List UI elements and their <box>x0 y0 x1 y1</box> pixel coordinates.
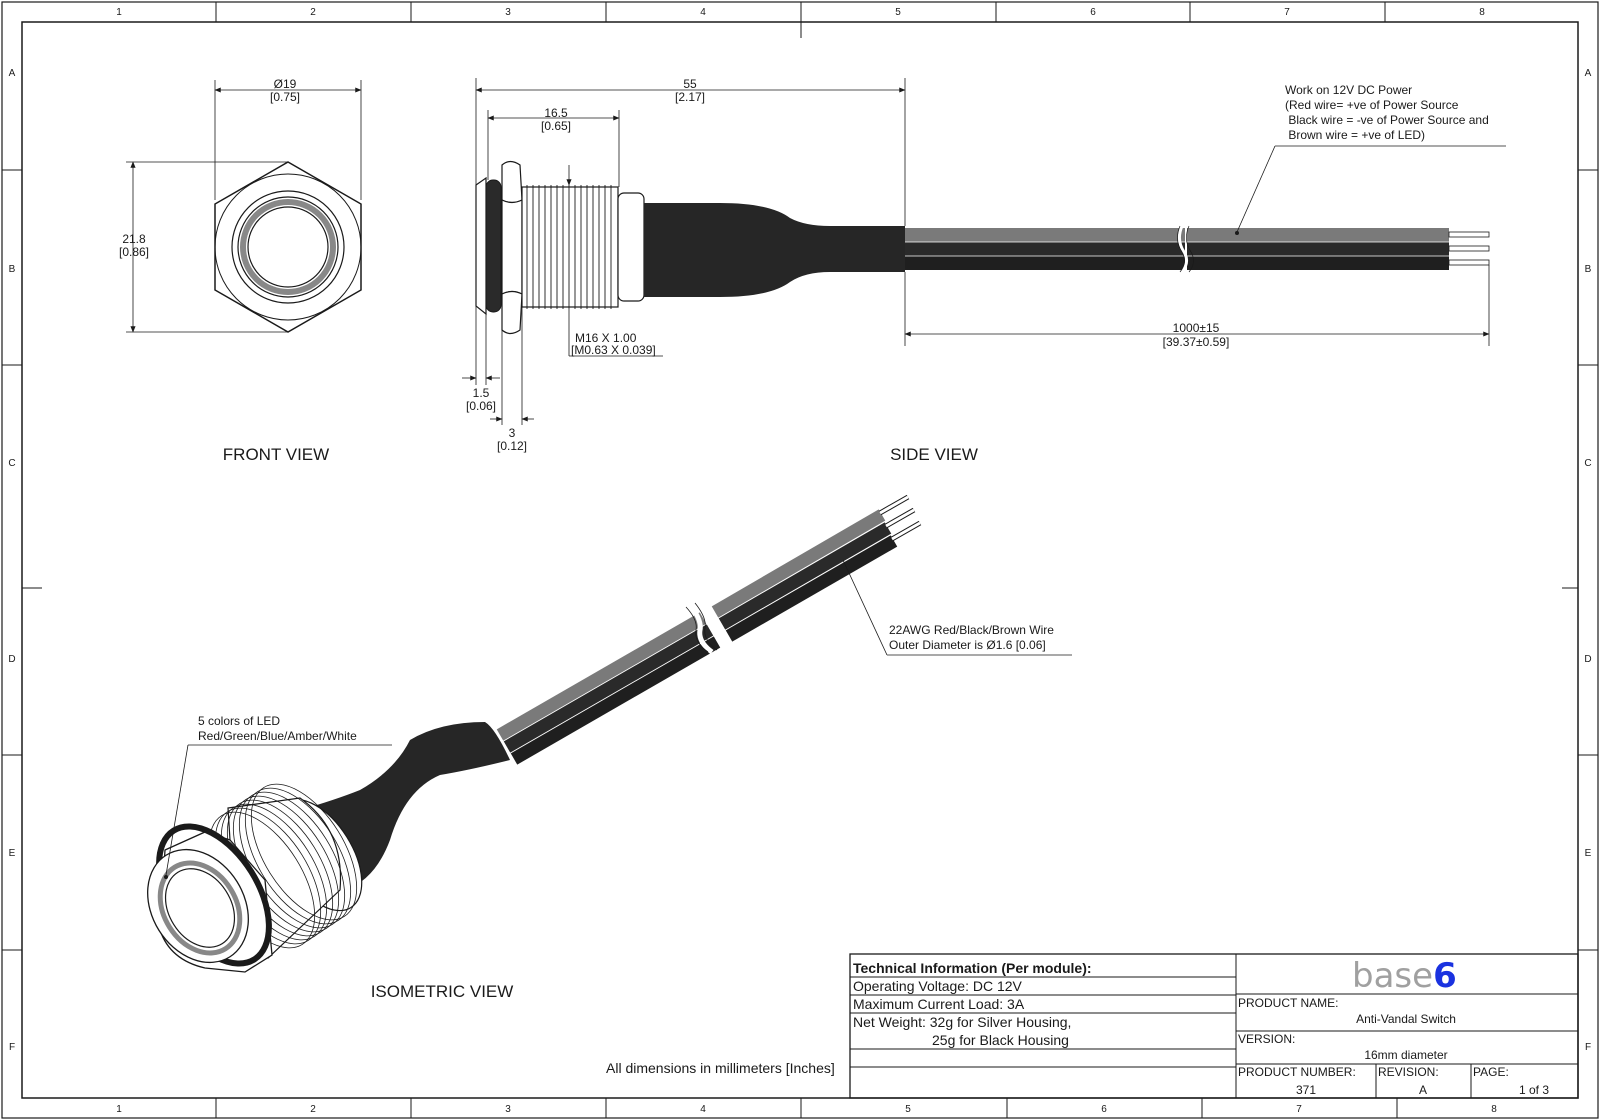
dim-nut-label: 3 <box>509 426 516 440</box>
frame-column-labels-bottom: 1 2 3 4 5 6 7 8 <box>116 1104 1497 1115</box>
col-label: 8 <box>1491 1104 1497 1115</box>
dim-thread-len-inch-label: [0.65] <box>541 119 571 133</box>
col-label: 7 <box>1296 1104 1302 1115</box>
row-label: C <box>8 458 15 469</box>
dim-height-label: 21.8 <box>122 232 146 246</box>
row-label: B <box>1585 264 1592 275</box>
col-label: 4 <box>700 7 706 18</box>
dim-flange-label: 1.5 <box>473 386 490 400</box>
col-label: 2 <box>310 1104 316 1115</box>
dim-flange-inch-label: [0.06] <box>466 399 496 413</box>
units-note: All dimensions in millimeters [Inches] <box>606 1060 835 1076</box>
side-view-labels: 55 [2.17] 16.5 [0.65] M16 X 1.00 [M0.63 … <box>466 77 1229 464</box>
col-label: 2 <box>310 7 316 18</box>
logo-text: base6 <box>1352 956 1457 996</box>
revision-label: REVISION: <box>1378 1065 1439 1079</box>
col-label: 5 <box>895 7 901 18</box>
wire-note-line: 22AWG Red/Black/Brown Wire <box>889 623 1054 637</box>
row-label: B <box>9 264 16 275</box>
isometric-view-drawing <box>147 494 1072 973</box>
col-label: 1 <box>116 1104 122 1115</box>
dim-cable-inch-label: [39.37±0.59] <box>1163 335 1230 349</box>
dim-overall-inch-label: [2.17] <box>675 90 705 104</box>
front-view-title: FRONT VIEW <box>223 445 329 464</box>
page-label: PAGE: <box>1473 1065 1509 1079</box>
front-view-labels: Ø19 [0.75] 21.8 [0.86] FRONT VIEW <box>119 77 329 464</box>
dim-height-inch-label: [0.86] <box>119 245 149 259</box>
isometric-view-title: ISOMETRIC VIEW <box>371 982 514 1001</box>
power-note-line: Work on 12V DC Power <box>1285 83 1412 97</box>
frame-row-labels-right: A B C D E F <box>1584 68 1591 1053</box>
row-label: E <box>9 848 16 859</box>
dim-width-inch-label: [0.75] <box>270 90 300 104</box>
thread-spec-label: M16 X 1.00 <box>575 331 637 345</box>
row-label: D <box>8 654 15 665</box>
row-label: E <box>1585 848 1592 859</box>
company-logo: base6 <box>1352 956 1457 996</box>
thread-lines <box>526 185 612 309</box>
leader-dot <box>164 875 168 879</box>
row-label: A <box>9 68 16 79</box>
frame-column-labels-top: 1 2 3 4 5 6 7 8 <box>116 7 1485 18</box>
title-block <box>849 953 1579 1099</box>
tech-info-line: 25g for Black Housing <box>932 1032 1069 1048</box>
dim-thread-len-label: 16.5 <box>544 106 568 120</box>
thread-spec-inch-label: [M0.63 X 0.039] <box>571 343 656 357</box>
product-number-label: PRODUCT NUMBER: <box>1238 1065 1356 1079</box>
tech-info-header: Technical Information (Per module): <box>853 960 1092 976</box>
power-note-line: (Red wire= +ve of Power Source <box>1285 98 1459 112</box>
led-note-line: 5 colors of LED <box>198 714 280 728</box>
frame-row-labels-left: A B C D E F <box>8 68 15 1053</box>
tech-info-line: Net Weight: 32g for Silver Housing, <box>853 1014 1071 1030</box>
col-label: 1 <box>116 7 122 18</box>
dim-width-label: Ø19 <box>274 77 297 91</box>
col-label: 6 <box>1090 7 1096 18</box>
side-view-title: SIDE VIEW <box>890 445 978 464</box>
col-label: 5 <box>905 1104 911 1115</box>
row-label: C <box>1584 458 1591 469</box>
power-note-line: Brown wire = +ve of LED) <box>1285 128 1425 142</box>
wire-note-line: Outer Diameter is Ø1.6 [0.06] <box>889 638 1046 652</box>
row-label: F <box>9 1042 15 1053</box>
col-label: 7 <box>1284 7 1290 18</box>
col-label: 3 <box>505 7 511 18</box>
title-block-cells: PRODUCT NAME: Anti-Vandal Switch VERSION… <box>1238 996 1549 1097</box>
dim-cable-label: 1000±15 <box>1173 321 1220 335</box>
led-note-line: Red/Green/Blue/Amber/White <box>198 729 357 743</box>
side-view-drawing <box>475 160 1490 335</box>
dim-overall-label: 55 <box>683 77 697 91</box>
isometric-view-labels: 5 colors of LED Red/Green/Blue/Amber/Whi… <box>198 623 1054 1001</box>
power-note-line: Black wire = -ve of Power Source and <box>1285 113 1489 127</box>
front-view-dimensions <box>126 80 362 333</box>
revision-value: A <box>1419 1083 1427 1097</box>
tech-info-line: Maximum Current Load: 3A <box>853 996 1025 1012</box>
version-value: 16mm diameter <box>1364 1048 1447 1062</box>
product-number-value: 371 <box>1296 1083 1316 1097</box>
product-name-label: PRODUCT NAME: <box>1238 996 1338 1010</box>
col-label: 3 <box>505 1104 511 1115</box>
col-label: 8 <box>1479 7 1485 18</box>
power-note: Work on 12V DC Power (Red wire= +ve of P… <box>1285 83 1489 142</box>
col-label: 6 <box>1101 1104 1107 1115</box>
tech-info-line: Operating Voltage: DC 12V <box>853 978 1023 994</box>
tech-info-cells: Technical Information (Per module): Oper… <box>853 960 1092 1048</box>
row-label: A <box>1585 68 1592 79</box>
leader-dot <box>1235 231 1239 235</box>
col-label: 4 <box>700 1104 706 1115</box>
row-label: D <box>1584 654 1591 665</box>
version-label: VERSION: <box>1238 1032 1295 1046</box>
page-value: 1 of 3 <box>1519 1083 1549 1097</box>
product-name-value: Anti-Vandal Switch <box>1356 1012 1456 1026</box>
dim-nut-inch-label: [0.12] <box>497 439 527 453</box>
front-view-drawing <box>214 161 362 333</box>
row-label: F <box>1585 1042 1591 1053</box>
side-view-dimensions <box>462 78 1506 425</box>
